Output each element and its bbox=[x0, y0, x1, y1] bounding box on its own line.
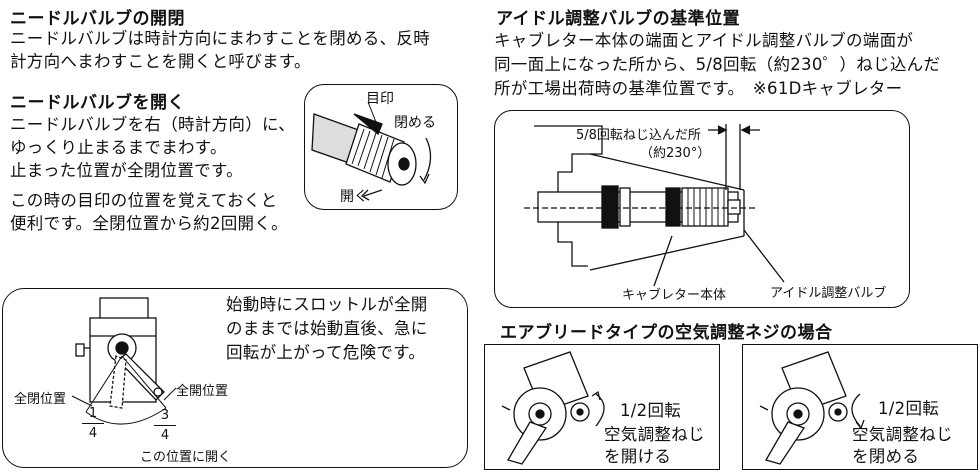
needle-valve-drawing bbox=[311, 101, 432, 201]
frac2-num: 3 bbox=[160, 408, 170, 423]
label-mark: 目印 bbox=[366, 91, 394, 107]
airbleed-close-figure bbox=[742, 344, 978, 470]
needle-body-2: 計方向へまわすことを開くと呼びます。 bbox=[10, 52, 311, 71]
airbleed-close-turn: 1/2回転 bbox=[878, 399, 940, 418]
throttle-drawing bbox=[71, 297, 177, 425]
needle-open-body-2: ゆっくり止まるまでまわす。 bbox=[10, 138, 227, 157]
label-open: 開く bbox=[340, 189, 368, 205]
idle-body-1: キャブレター本体の端面とアイドル調整バルブの端面が bbox=[494, 31, 914, 50]
airbleed-open-figure bbox=[484, 344, 720, 470]
needle-note-2: 便利です。全閉位置から約2回開く。 bbox=[10, 214, 288, 233]
airbleed-open-line2: を開ける bbox=[604, 447, 672, 466]
idle-heading: アイドル調整バルブの基準位置 bbox=[496, 9, 741, 29]
idle-body-2: 同一面上になった所から、5/8回転（約230゜）ねじ込んだ bbox=[494, 55, 941, 74]
idle-valve-drawing bbox=[524, 124, 785, 287]
dim-label-2: （約230°） bbox=[640, 146, 711, 161]
airbleed-open-drawing bbox=[501, 351, 605, 465]
frac1-bar bbox=[82, 423, 104, 424]
frac1-den: 4 bbox=[88, 426, 98, 441]
airbleed-close-line2: を閉める bbox=[852, 447, 920, 466]
full-open-label: 全開位置 bbox=[176, 384, 229, 399]
throttle-figure bbox=[2, 288, 468, 468]
dim-label-1: 5/8回転ねじ込んだ所 bbox=[576, 128, 701, 143]
throttle-warning-3: 回転が上がって危険です。 bbox=[226, 343, 426, 362]
needle-figure bbox=[304, 84, 458, 210]
label-close: 閉める bbox=[394, 115, 436, 131]
carb-body-label: キャブレター本体 bbox=[622, 288, 727, 303]
needle-open-body-1: ニードルバルブを右（時計方向）に、 bbox=[10, 115, 296, 134]
frac1-num: 1 bbox=[88, 406, 98, 421]
airbleed-heading: エアブリードタイプの空気調整ネジの場合 bbox=[500, 323, 833, 343]
airbleed-open-line1: 空気調整ねじ bbox=[604, 425, 705, 444]
airbleed-open-turn: 1/2回転 bbox=[620, 401, 682, 420]
throttle-warning-1: 始動時にスロットルが全開 bbox=[226, 295, 428, 314]
frac2-den: 4 bbox=[160, 428, 170, 443]
needle-open-heading: ニードルバルブを開く bbox=[10, 93, 185, 113]
needle-note-1: この時の目印の位置を覚えておくと bbox=[10, 191, 278, 210]
full-closed-label: 全閉位置 bbox=[14, 392, 67, 407]
idle-body-3: 所が工場出荷時の基準位置です。 ※61Dキャブレター bbox=[494, 79, 903, 98]
idle-figure bbox=[494, 110, 910, 308]
throttle-warning-2: のままでは始動直後、急に bbox=[226, 319, 428, 338]
needle-open-body-3: 止まった位置が全閉位置です。 bbox=[10, 161, 243, 180]
needle-heading: ニードルバルブの開閉 bbox=[10, 9, 185, 29]
frac2-bar bbox=[154, 425, 176, 426]
idle-valve-label: アイドル調整バルブ bbox=[770, 286, 887, 301]
needle-body-1: ニードルバルブは時計方向にまわすことを閉める、反時 bbox=[10, 29, 430, 48]
open-here-label: この位置に開く bbox=[140, 450, 232, 465]
airbleed-close-drawing bbox=[759, 351, 865, 465]
airbleed-close-line1: 空気調整ねじ bbox=[852, 425, 953, 444]
